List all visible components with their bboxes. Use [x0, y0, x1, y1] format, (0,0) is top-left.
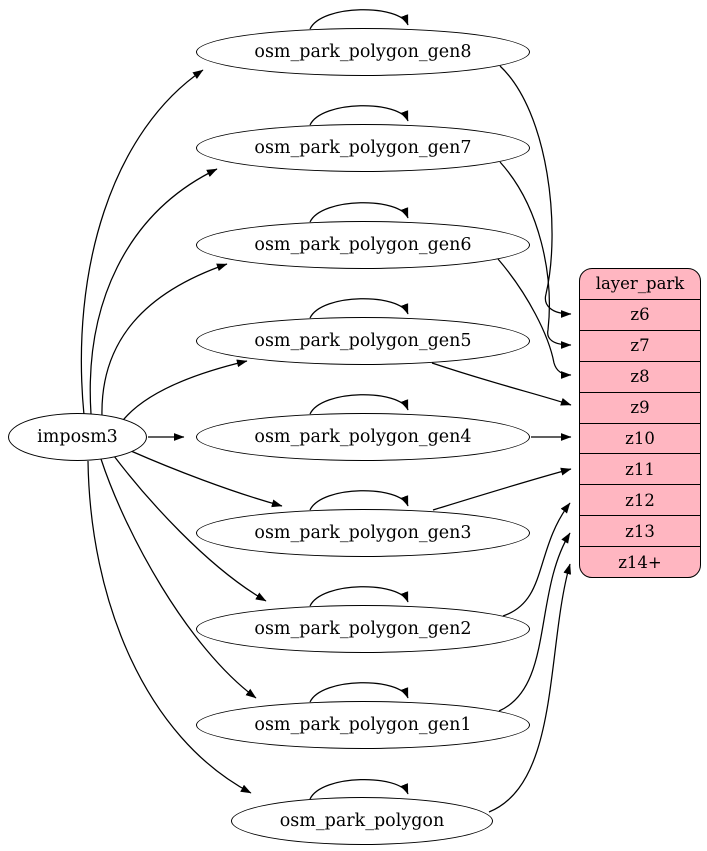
- node-label: osm_park_polygon_gen2: [254, 619, 472, 639]
- self-loop-gen7: [309, 105, 409, 126]
- node-label: osm_park_polygon_gen8: [254, 42, 472, 62]
- node-osm-park-polygon-gen4: osm_park_polygon_gen4: [196, 413, 530, 461]
- node-osm-park-polygon-gen8: osm_park_polygon_gen8: [196, 28, 530, 76]
- self-loop-gen6: [309, 202, 409, 223]
- zoom-row-z7: z7: [580, 329, 700, 361]
- self-loop-gen5: [309, 298, 409, 319]
- layer-park-header: layer_park: [595, 274, 685, 294]
- node-label: osm_park_polygon_gen6: [254, 235, 472, 255]
- node-osm-park-polygon-gen1: osm_park_polygon_gen1: [196, 701, 530, 749]
- node-label: osm_park_polygon: [279, 811, 445, 831]
- node-osm-park-polygon-gen2: osm_park_polygon_gen2: [196, 605, 530, 653]
- zoom-row-z10: z10: [580, 422, 700, 454]
- edge-gen3-z11: [432, 467, 572, 511]
- node-osm-park-polygon-gen3: osm_park_polygon_gen3: [196, 509, 530, 557]
- node-label: osm_park_polygon_gen3: [254, 523, 472, 543]
- node-osm-park-polygon-gen7: osm_park_polygon_gen7: [196, 124, 530, 172]
- zoom-row-z11: z11: [580, 453, 700, 484]
- edge-gen8-z6: [499, 65, 572, 318]
- edge-imposm3-gen3: [130, 450, 283, 508]
- self-loop-gen4: [309, 394, 409, 415]
- zoom-row-z8: z8: [580, 360, 700, 392]
- edge-gen6-z8: [497, 258, 572, 379]
- node-imposm3-label: imposm3: [37, 427, 118, 447]
- edge-imposm3-gen8: [80, 69, 204, 416]
- node-osm-park-polygon-gen6: osm_park_polygon_gen6: [196, 221, 530, 269]
- zoom-row-z12: z12: [580, 484, 700, 515]
- edge-imposm3-gen5: [119, 359, 248, 425]
- self-loop-gen1: [309, 682, 409, 703]
- node-osm-park-polygon-gen5: osm_park_polygon_gen5: [196, 317, 530, 365]
- edge-gen5-z9: [431, 362, 572, 406]
- node-label: osm_park_polygon_gen7: [254, 138, 472, 158]
- layer-park-table: layer_park z6 z7 z8 z9 z10 z11 z12 z13 z…: [579, 268, 701, 578]
- node-imposm3: imposm3: [8, 413, 147, 461]
- self-loop-gen3: [309, 490, 409, 511]
- node-label: osm_park_polygon_gen5: [254, 331, 472, 351]
- self-loop-gen8: [309, 9, 409, 30]
- zoom-row-z6: z6: [580, 298, 700, 330]
- node-label: osm_park_polygon_gen4: [254, 427, 472, 447]
- self-loop-gen2: [309, 586, 409, 607]
- node-osm-park-polygon: osm_park_polygon: [231, 797, 493, 845]
- edge-gen2-z12: [502, 502, 571, 617]
- edge-polygon-z14: [488, 563, 572, 813]
- node-label: osm_park_polygon_gen1: [254, 715, 472, 735]
- zoom-row-z14plus: z14+: [580, 546, 700, 577]
- edge-imposm3-gen1: [100, 458, 257, 699]
- zoom-row-z9: z9: [580, 391, 700, 423]
- edge-imposm3-gen7: [89, 168, 218, 415]
- zoom-row-z13: z13: [580, 515, 700, 546]
